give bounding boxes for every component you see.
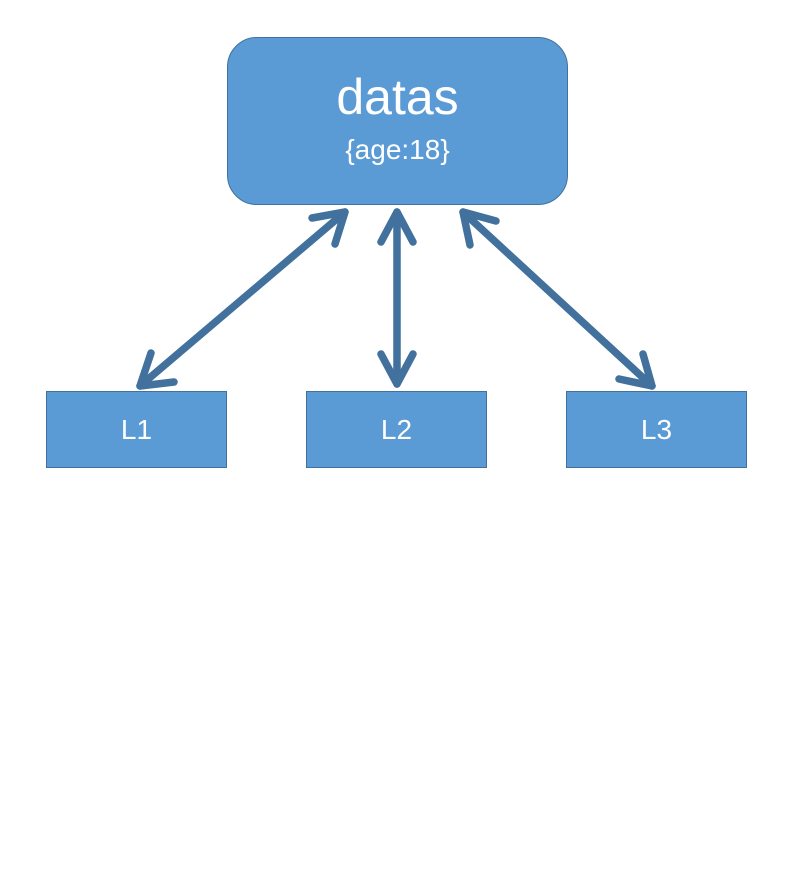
leaf-node-label: L1 — [120, 413, 153, 445]
leaf-node-label: L3 — [640, 413, 673, 445]
datas-node-title: datas — [336, 69, 459, 125]
edge-datas-l2 — [377, 208, 417, 388]
edge-datas-l1 — [136, 208, 349, 390]
leaf-node-l2: L2 — [306, 391, 487, 468]
leaf-node-label: L2 — [380, 413, 413, 445]
datas-node-value: {age:18} — [345, 134, 450, 165]
datas-node: datas {age:18} — [227, 37, 568, 205]
edge-datas-l3 — [459, 208, 656, 390]
leaf-node-l3: L3 — [566, 391, 747, 468]
leaf-node-l1: L1 — [46, 391, 227, 468]
